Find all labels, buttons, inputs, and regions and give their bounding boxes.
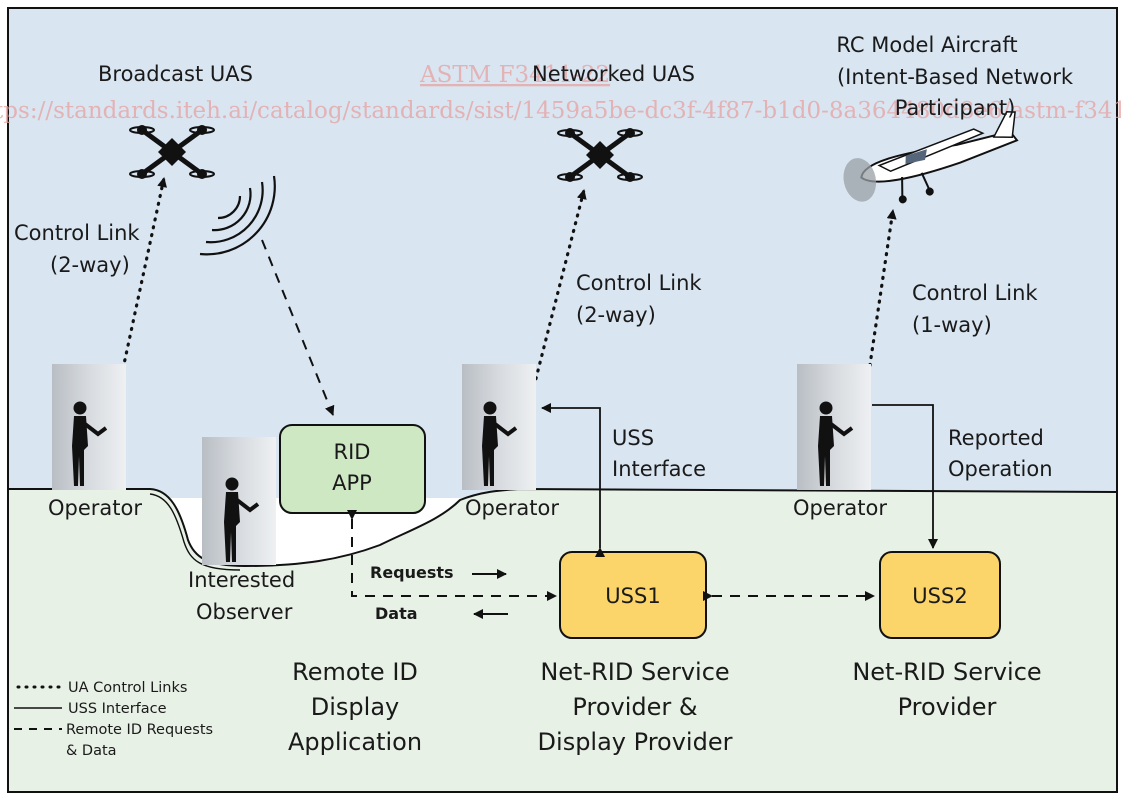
diagram-border [7,7,1118,793]
legend-uss-label: USS Interface [68,701,167,717]
broadcast-uas-label: Broadcast UAS [98,62,253,86]
uss1-label: USS1 [605,584,660,608]
sp2-caption-line2: Provider [898,693,997,721]
display-app-caption-line2: Display [311,693,399,721]
watermark-url: https://standards.iteh.ai/catalog/standa… [0,98,1121,124]
display-app-caption-line1: Remote ID [292,658,418,686]
control-link-2way-networked: (2-way) [576,303,656,327]
watermark-title: ASTM F3411-22 [419,62,610,88]
rc-model-label-line1: RC Model Aircraft [836,33,1017,57]
rc-model-label-line3: Participant) [895,96,1016,120]
control-link-broadcast-line [111,176,167,402]
legend-control-label: UA Control Links [68,680,187,696]
networked-uas-label: Networked UAS [532,62,695,86]
reported-operation-line1: Reported [948,426,1044,450]
display-app-caption-line3: Application [288,728,422,756]
control-link-label-rc: Control Link [912,281,1038,305]
rid-app-line1: RID [334,440,371,464]
rc-airplane-icon [843,111,1019,204]
legend-rid-label-line2: & Data [66,743,117,759]
operator-3-label: Operator [793,496,887,520]
control-link-label-networked: Control Link [576,271,702,295]
requests-label: Requests [370,563,454,582]
control-link-1way-rc: (1-way) [912,313,992,337]
uss2-box [879,551,1001,639]
observer-label-line2: Observer [196,600,293,624]
operator-1-label: Operator [48,496,142,520]
sp1-caption-line1: Net-RID Service [540,658,729,686]
terrain-line-shadow [149,493,241,571]
control-link-label-broadcast: Control Link [14,221,140,245]
sp1-caption-line2: Provider & [572,693,697,721]
sp1-caption-line3: Display Provider [538,728,733,756]
rid-app-line2: APP [332,471,372,495]
broadcast-to-rid-line [261,239,335,416]
broadcast-signal-icon [199,175,276,256]
legend-rid-label-line1: Remote ID Requests [66,722,213,738]
rid-requests-data-line [347,510,557,601]
uss-interface-line2: Interface [612,457,706,481]
legend: UA Control Links USS Interface Remote ID… [14,680,213,759]
uss-interface-operator2-line [541,403,605,557]
uss-interface-line1: USS [612,426,654,450]
rid-app-box [279,424,426,514]
reported-operation-line [872,404,938,549]
operator-2-label: Operator [465,496,559,520]
control-link-2way-broadcast: (2-way) [50,253,130,277]
reported-operation-line2: Operation [948,457,1053,481]
terrain-line [8,487,1118,568]
uss2-label: USS2 [912,584,967,608]
observer-label-line1: Interested [188,568,295,592]
sp2-caption-line1: Net-RID Service [852,658,1041,686]
rc-model-label-line2: (Intent-Based Network [837,65,1074,89]
data-label: Data [375,604,418,623]
